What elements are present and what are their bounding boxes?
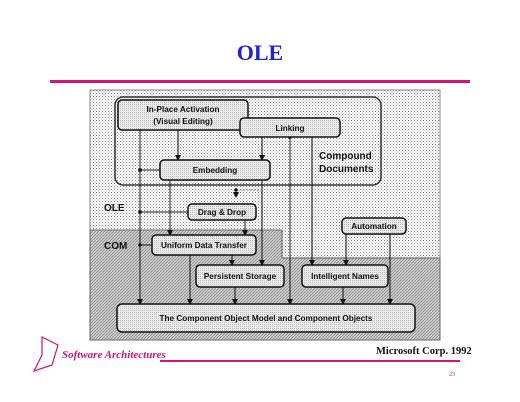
node-uniform-data-transfer: Uniform Data Transfer <box>151 234 257 256</box>
embedding-label: Embedding <box>193 166 238 175</box>
footer-divider <box>160 360 460 362</box>
title-divider <box>50 80 470 83</box>
footer-source: Microsoft Corp. 1992 <box>376 346 472 357</box>
compound-documents-line2: Documents <box>319 164 374 175</box>
in-place-line1: In-Place Activation <box>147 105 220 114</box>
com-region-label: COM <box>104 241 127 252</box>
node-embedding: Embedding <box>159 159 271 181</box>
slide-title: OLE <box>236 40 284 65</box>
page-number: 23 <box>449 372 455 378</box>
automation-label: Automation <box>351 222 396 231</box>
persistent-storage-label: Persistent Storage <box>204 272 277 281</box>
footer-course-title: Software Architectures <box>62 349 166 361</box>
linking-label: Linking <box>275 124 304 133</box>
in-place-line2: (Visual Editing) <box>153 117 213 126</box>
node-in-place-activation: In-Place Activation (Visual Editing) <box>117 99 249 131</box>
ole-region-label: OLE <box>104 203 125 214</box>
logo-icon <box>32 336 59 373</box>
intelligent-names-label: Intelligent Names <box>311 272 379 281</box>
node-automation: Automation <box>341 217 407 235</box>
node-drag-drop: Drag & Drop <box>187 203 257 221</box>
uniform-data-transfer-label: Uniform Data Transfer <box>161 241 248 250</box>
compound-documents-line1: Compound <box>319 151 372 162</box>
node-intelligent-names: Intelligent Names <box>301 264 389 288</box>
drag-drop-label: Drag & Drop <box>198 208 246 217</box>
com-objects-label: The Component Object Model and Component… <box>160 314 373 323</box>
node-linking: Linking <box>239 117 341 138</box>
node-com-objects: The Component Object Model and Component… <box>116 303 416 333</box>
node-persistent-storage: Persistent Storage <box>195 264 285 288</box>
